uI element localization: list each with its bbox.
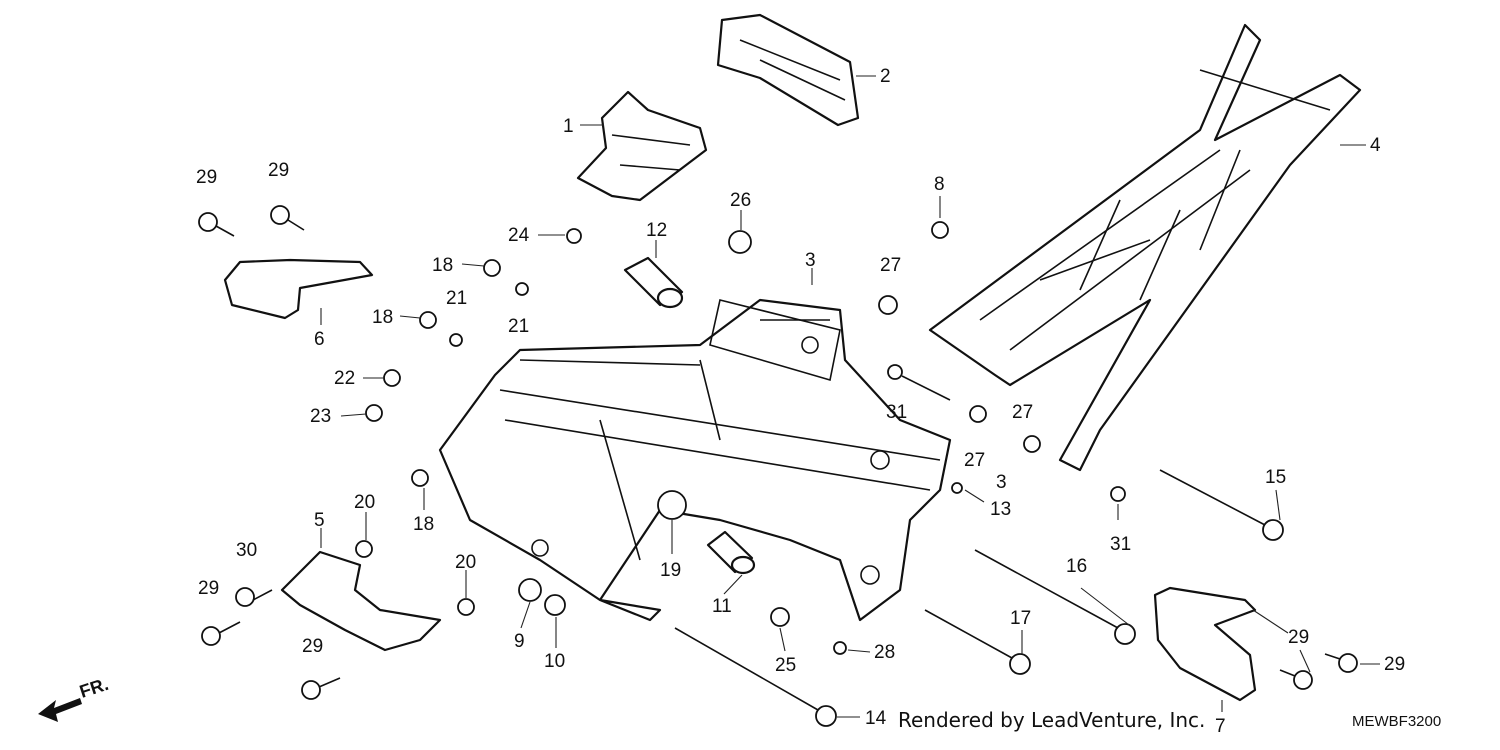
callout-8: 8 [934, 174, 945, 195]
callout-29d: 29 [302, 636, 323, 657]
callout-17: 17 [1010, 608, 1031, 629]
callout-2: 2 [880, 66, 891, 87]
callout-12: 12 [646, 220, 667, 241]
part-main-frame [438, 298, 952, 622]
callout-15: 15 [1265, 467, 1286, 488]
callout-9: 9 [514, 631, 525, 652]
callout-1: 1 [563, 116, 574, 137]
part-bracket-7 [1153, 586, 1257, 702]
callout-16: 16 [1066, 556, 1087, 577]
callout-14: 14 [865, 708, 887, 729]
callout-18a: 18 [432, 255, 453, 276]
callout-31a: 31 [886, 402, 907, 423]
callout-25: 25 [775, 655, 796, 676]
callout-20b: 20 [455, 552, 476, 573]
part-collar-12 [623, 256, 684, 309]
callout-10: 10 [544, 651, 565, 672]
callout-19: 19 [660, 560, 681, 581]
part-bracket-5 [280, 550, 442, 652]
callout-29c: 29 [198, 578, 219, 599]
diagram-code: MEWBF3200 [1352, 713, 1442, 730]
callout-29a: 29 [196, 167, 217, 188]
part-bracket-6 [223, 258, 374, 320]
callout-labels: 1 2 3 3 4 5 6 7 8 9 10 11 12 13 14 15 16… [196, 66, 1405, 737]
callout-4: 4 [1370, 135, 1381, 156]
callout-3: 3 [805, 250, 816, 271]
callout-7: 7 [1215, 716, 1226, 737]
callout-11: 11 [712, 596, 732, 617]
callout-20a: 20 [354, 492, 375, 513]
callout-23: 23 [310, 406, 331, 427]
part-collar-11 [706, 530, 756, 575]
callout-29b: 29 [268, 160, 289, 181]
callout-18b: 18 [372, 307, 393, 328]
callout-21a: 21 [446, 288, 467, 309]
callout-13: 13 [990, 499, 1011, 520]
callout-3-alt: 3 [996, 472, 1007, 493]
front-label: FR. [77, 678, 111, 702]
render-credit: Rendered by LeadVenture, Inc. [898, 708, 1206, 732]
callout-21b: 21 [508, 316, 529, 337]
part-rear-subframe [928, 23, 1362, 472]
callout-31b: 31 [1110, 534, 1131, 555]
callout-28: 28 [874, 642, 895, 663]
callout-18c: 18 [413, 514, 434, 535]
small-parts [198, 205, 1358, 727]
front-arrow-icon: FR. [38, 678, 111, 722]
callout-5: 5 [314, 510, 325, 531]
part-cover-2 [716, 13, 860, 127]
leader-lines [320, 75, 1380, 718]
callout-6: 6 [314, 329, 325, 350]
callout-26: 26 [730, 190, 751, 211]
callout-29e: 29 [1288, 627, 1309, 648]
callout-27c: 27 [964, 450, 985, 471]
callout-27a: 27 [880, 255, 901, 276]
callout-22: 22 [334, 368, 355, 389]
callout-24: 24 [508, 225, 530, 246]
callout-29f: 29 [1384, 654, 1405, 675]
callout-27b: 27 [1012, 402, 1033, 423]
callout-30: 30 [236, 540, 257, 561]
part-cover-1 [576, 90, 708, 202]
